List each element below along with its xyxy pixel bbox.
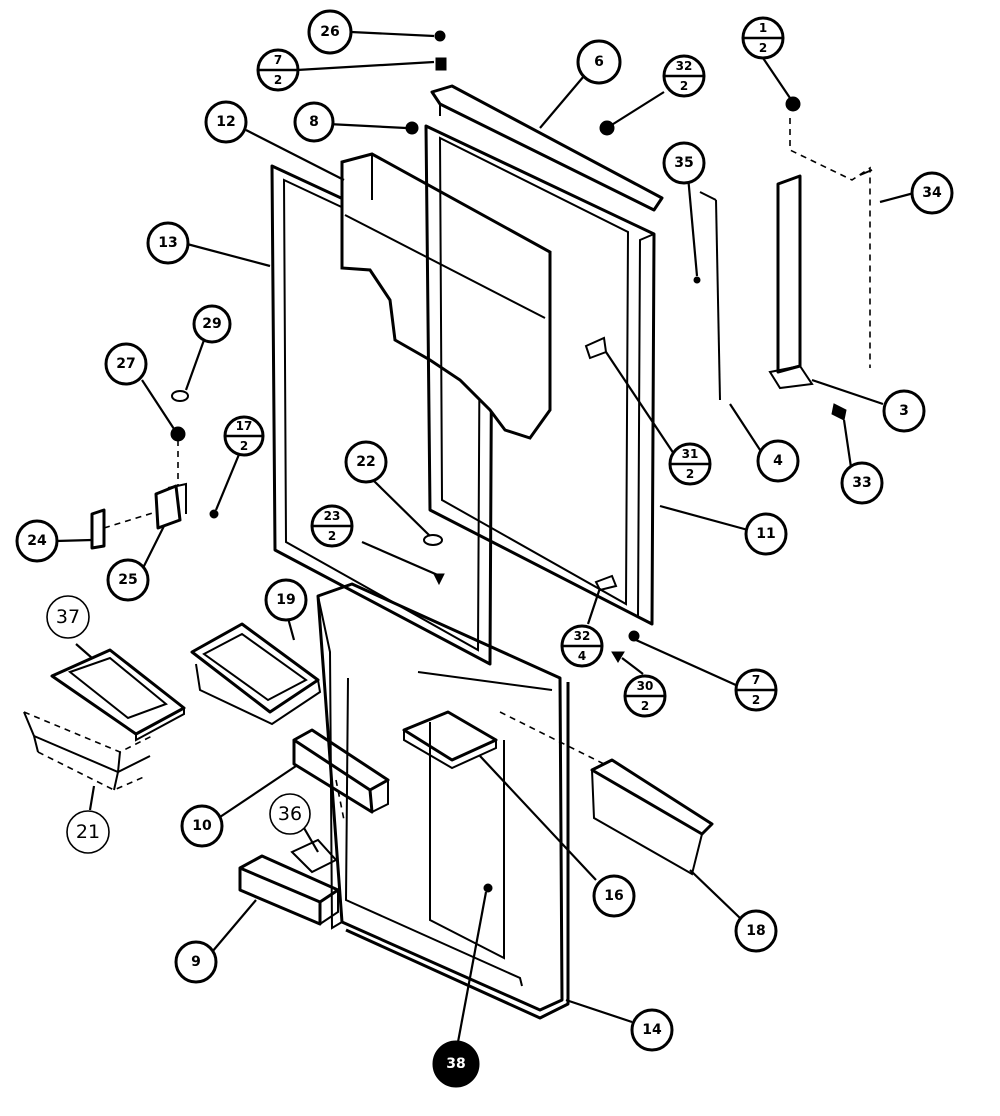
- part-10-shelf-bar: [292, 728, 390, 814]
- callout-8: 8: [293, 101, 335, 143]
- svg-text:9: 9: [191, 954, 201, 970]
- part-9-36-lower-shelf: [238, 838, 340, 926]
- part-12-freezer-liner: [340, 152, 552, 440]
- part-21-basket: [23, 711, 153, 791]
- svg-text:2: 2: [759, 41, 767, 55]
- svg-text:4: 4: [773, 453, 783, 469]
- callout-34: 34: [910, 171, 954, 215]
- callout-3: 3: [882, 389, 926, 433]
- callout-7-2-top: 7 2: [256, 48, 300, 92]
- callout-18: 18: [734, 909, 778, 953]
- callout-23-2: 23 2: [310, 504, 354, 548]
- callout-32-4: 32 4: [560, 624, 604, 668]
- callout-7-2-bottom: 7 2: [734, 668, 778, 712]
- callout-13: 13: [146, 221, 190, 265]
- svg-text:6: 6: [594, 54, 604, 70]
- svg-text:2: 2: [240, 439, 248, 453]
- part-19-bin: [190, 622, 322, 726]
- hardware-screws: [170, 30, 847, 893]
- svg-text:37: 37: [56, 606, 80, 628]
- callout-25: 25: [106, 558, 150, 602]
- svg-text:23: 23: [324, 509, 341, 523]
- svg-text:32: 32: [676, 59, 693, 73]
- part-6-door-top-trim: [430, 84, 664, 212]
- svg-text:24: 24: [27, 533, 47, 549]
- svg-text:22: 22: [356, 454, 375, 470]
- svg-text:7: 7: [274, 53, 282, 67]
- svg-text:36: 36: [278, 803, 302, 825]
- svg-text:14: 14: [642, 1022, 662, 1038]
- callout-22: 22: [344, 440, 388, 484]
- part-37-shelf-cover: [50, 648, 186, 742]
- svg-text:2: 2: [686, 467, 694, 481]
- part-18-shelf-rail: [590, 758, 714, 876]
- callout-24: 24: [15, 519, 59, 563]
- svg-text:31: 31: [682, 447, 699, 461]
- svg-text:33: 33: [852, 475, 871, 491]
- svg-text:1: 1: [759, 21, 767, 35]
- svg-text:11: 11: [756, 526, 775, 542]
- svg-text:3: 3: [899, 403, 909, 419]
- callout-31-2: 31 2: [668, 442, 712, 486]
- callout-27: 27: [104, 342, 148, 386]
- callout-38: 38: [432, 1040, 480, 1088]
- svg-text:38: 38: [446, 1056, 465, 1072]
- svg-text:2: 2: [641, 699, 649, 713]
- callout-14: 14: [630, 1008, 674, 1052]
- svg-text:32: 32: [574, 629, 591, 643]
- part-14-fridge-door: [316, 582, 609, 1020]
- callout-26: 26: [307, 9, 353, 55]
- callout-17-2: 17 2: [223, 415, 265, 457]
- svg-text:29: 29: [202, 316, 221, 332]
- callout-36: 36: [269, 793, 311, 835]
- part-34-hinge-bracket: [768, 118, 873, 390]
- svg-text:35: 35: [674, 155, 693, 171]
- callout-19: 19: [264, 578, 308, 622]
- svg-text:17: 17: [236, 419, 253, 433]
- svg-text:8: 8: [309, 114, 319, 130]
- svg-text:26: 26: [320, 24, 339, 40]
- callout-11: 11: [744, 512, 788, 556]
- callout-6: 6: [576, 39, 622, 85]
- svg-text:34: 34: [922, 185, 942, 201]
- svg-text:27: 27: [116, 356, 135, 372]
- callout-30-2: 30 2: [623, 674, 667, 718]
- svg-text:2: 2: [752, 693, 760, 707]
- callout-12: 12: [204, 100, 248, 144]
- callout-10: 10: [180, 804, 224, 848]
- svg-text:30: 30: [637, 679, 654, 693]
- svg-text:7: 7: [752, 673, 760, 687]
- svg-text:2: 2: [274, 73, 282, 87]
- callout-32-2: 32 2: [662, 54, 706, 98]
- callout-33: 33: [840, 461, 884, 505]
- svg-text:25: 25: [118, 572, 137, 588]
- svg-text:12: 12: [216, 114, 235, 130]
- svg-text:10: 10: [192, 818, 212, 834]
- svg-text:19: 19: [276, 592, 295, 608]
- part-24-25-hinge: [90, 440, 187, 550]
- part-16-shelf: [402, 710, 498, 770]
- part-4-handle-trim: [699, 191, 721, 401]
- callout-21: 21: [66, 810, 110, 854]
- svg-text:21: 21: [76, 821, 100, 843]
- svg-text:16: 16: [604, 888, 623, 904]
- leader-lines: [55, 30, 915, 1043]
- callout-1-2: 1 2: [741, 16, 785, 60]
- svg-text:18: 18: [746, 923, 765, 939]
- callout-16: 16: [592, 874, 636, 918]
- callout-4: 4: [756, 439, 800, 483]
- callout-9: 9: [174, 940, 218, 984]
- svg-text:2: 2: [680, 79, 688, 93]
- svg-text:4: 4: [578, 649, 586, 663]
- callout-37: 37: [46, 595, 90, 639]
- svg-text:13: 13: [158, 235, 177, 251]
- svg-text:2: 2: [328, 529, 336, 543]
- callouts: 26 7 2 6 32 2 1 2: [15, 9, 954, 1088]
- part-11-freezer-door-panel: [424, 124, 656, 626]
- callout-29: 29: [192, 304, 232, 344]
- callout-35: 35: [662, 141, 706, 185]
